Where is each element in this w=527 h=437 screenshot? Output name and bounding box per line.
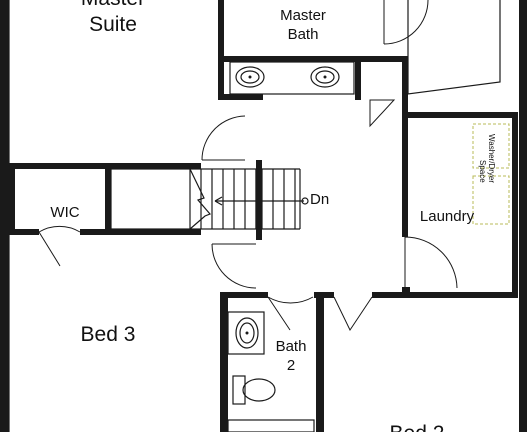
bed2-door (333, 296, 373, 332)
laundry-right-wall (512, 112, 518, 292)
wic-right-wall (105, 163, 111, 235)
master-vanity (229, 61, 355, 95)
linen-right-wall (402, 56, 408, 118)
master-bath-door (383, 0, 429, 45)
washer-box (472, 123, 510, 169)
washer-dryer-label-1: Washer/Dryer (487, 134, 496, 183)
master-suite-right-wall (218, 0, 224, 60)
stair-break-line (189, 168, 212, 230)
vanity-bottom-wall-left (218, 94, 263, 100)
sink-left-icon (235, 66, 265, 88)
vanity-left-wall (218, 56, 224, 100)
bed2-label: Bed 2 (390, 422, 445, 432)
sink-right-drain (323, 75, 327, 79)
stair-right-wall (256, 160, 262, 240)
master-bath-label-2: Bath (288, 26, 319, 43)
wic-top-wall (9, 163, 109, 169)
sink-left-bowl (240, 70, 260, 84)
master-suite-door (201, 115, 246, 161)
wic-label: WIC (50, 204, 79, 221)
bath2-label-1: Bath (276, 338, 307, 355)
vanity-top-wall (218, 56, 408, 62)
master-closet-outline (407, 0, 501, 95)
laundry-left-wall (402, 112, 408, 237)
bath2-right-wall (316, 292, 324, 432)
stairs (110, 168, 309, 230)
bed3-label: Bed 3 (81, 323, 136, 346)
washer-dryer-space: Washer/Dryer Space (472, 123, 510, 225)
master-suite-label-2: Suite (89, 13, 137, 36)
bath2-sink-bowl (239, 322, 255, 344)
toilet-bowl-icon (242, 378, 276, 402)
master-bath-label-1: Master (280, 7, 326, 24)
toilet-tank-icon (232, 375, 246, 405)
sink-right-icon (310, 66, 340, 88)
bathtub-icon (227, 419, 315, 433)
laundry-label: Laundry (420, 208, 475, 225)
master-suite-label-1: Master (81, 0, 145, 10)
sink-left-drain (248, 75, 252, 79)
wic-left-wall (9, 163, 15, 233)
sink-right-bowl (315, 70, 335, 84)
dryer-box (472, 175, 510, 225)
wic-door (38, 225, 81, 267)
linen-left-wall (355, 56, 361, 100)
hall-door (211, 243, 257, 289)
bed2-top-wall (372, 292, 518, 298)
stair-bottom-wall (111, 229, 201, 235)
stair-arrow-icon (214, 196, 223, 206)
stair-start-dot (301, 197, 309, 205)
bath2-door (267, 296, 314, 331)
laundry-top-wall (402, 112, 514, 118)
bath2-fixtures (227, 311, 315, 433)
right-exterior-wall (519, 0, 527, 432)
bath2-left-wall (220, 292, 228, 432)
bath2-sink-icon (235, 317, 259, 349)
bath2-counter (227, 311, 265, 355)
wic-bottom-wall-right (80, 229, 111, 235)
stair-top-wall (111, 163, 201, 169)
doors (8, 0, 458, 332)
bath2-top-wall-right (314, 292, 334, 298)
wic-bottom-wall-left (9, 229, 39, 235)
washer-dryer-label-2: Space (478, 160, 487, 183)
bath2-label-2: 2 (287, 357, 295, 374)
linen-door (369, 99, 396, 128)
laundry-bottom-post (402, 287, 410, 297)
stair-dn-label: Dn (310, 191, 329, 208)
vanity-counter (229, 61, 355, 95)
left-exterior-wall (0, 0, 9, 432)
bath2-top-wall-left (220, 292, 268, 298)
laundry-door (404, 236, 458, 289)
bath2-sink-drain (245, 331, 249, 335)
